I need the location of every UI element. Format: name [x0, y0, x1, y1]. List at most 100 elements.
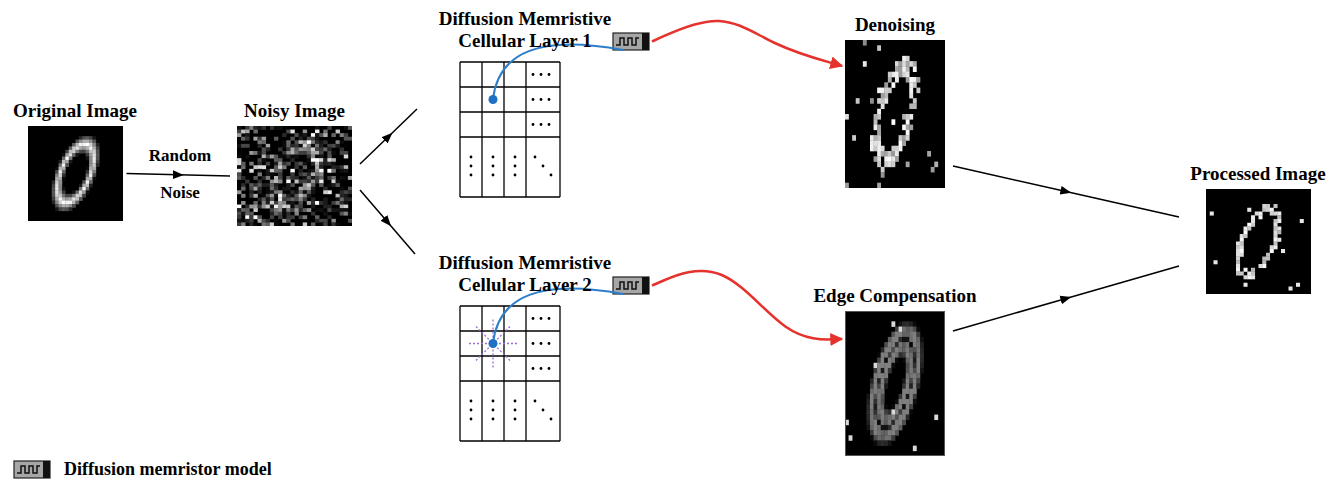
pixel: [895, 399, 899, 404]
pixel: [65, 194, 69, 198]
pixel: [902, 342, 906, 347]
pixel: [319, 222, 323, 226]
pixel: [906, 404, 910, 409]
pixel: [75, 190, 79, 194]
pixel: [348, 187, 352, 191]
pixel: [909, 394, 913, 399]
pixel: [913, 103, 917, 109]
pixel: [906, 409, 910, 414]
pixel: [906, 358, 910, 363]
pixel: [909, 77, 913, 83]
pixel: [870, 98, 874, 104]
pixel: [315, 215, 319, 219]
pixel: [253, 130, 257, 134]
ellipsis-dot: [532, 342, 535, 345]
ellipsis-dot: [492, 418, 495, 421]
pixel: [249, 194, 253, 198]
pixel: [1262, 257, 1266, 261]
pixel: [881, 167, 885, 173]
pixel: [1243, 227, 1247, 231]
pixel: [906, 352, 910, 357]
pixel: [258, 158, 262, 162]
pixel-image: [1206, 189, 1311, 294]
pixel: [89, 177, 93, 181]
pixel: [906, 321, 910, 326]
pixel: [278, 180, 282, 184]
pixel: [909, 368, 913, 373]
pixel: [1269, 249, 1273, 253]
pixel: [327, 144, 331, 148]
pixel: [61, 204, 65, 208]
pixel: [51, 197, 55, 201]
pixel: [315, 158, 319, 162]
pixel: [920, 342, 924, 347]
pixel: [327, 190, 331, 194]
pixel: [909, 352, 913, 357]
pixel: [902, 378, 906, 383]
pixel: [881, 425, 885, 430]
pixel: [299, 169, 303, 173]
pixel: [274, 180, 278, 184]
pixel: [286, 197, 290, 201]
pixel: [920, 368, 924, 373]
pixel: [89, 146, 93, 150]
pixel: [307, 183, 311, 187]
pixel: [315, 176, 319, 180]
pixel: [282, 133, 286, 137]
pixel: [286, 147, 290, 151]
pixel: [286, 194, 290, 198]
pixel: [323, 222, 327, 226]
pixel: [61, 177, 65, 181]
pixel: [266, 147, 270, 151]
pixel: [327, 169, 331, 173]
pixel: [92, 136, 96, 140]
pixel: [72, 143, 76, 147]
pixel: [870, 384, 874, 389]
pixel: [874, 140, 878, 146]
pixel: [895, 415, 899, 420]
pixel: [888, 440, 892, 445]
pixel: [319, 176, 323, 180]
pixel: [913, 98, 917, 104]
pixel: [282, 140, 286, 144]
image-ground: [845, 311, 945, 456]
pixel: [78, 184, 82, 188]
pixel: [282, 162, 286, 166]
pixel: [899, 404, 903, 409]
pixel: [1273, 219, 1277, 223]
pixel: [336, 194, 340, 198]
pixel: [295, 176, 299, 180]
ellipsis-dot: [548, 367, 551, 370]
signal-arrow: [652, 21, 842, 66]
pixel: [906, 399, 910, 404]
pixel: [881, 103, 885, 109]
pixel: [237, 165, 241, 169]
pixel: [909, 337, 913, 342]
pixel: [51, 201, 55, 205]
pixel: [58, 201, 62, 205]
pixel: [877, 425, 881, 430]
pixel: [237, 176, 241, 180]
cellular-layer: Diffusion Memristive Cellular Layer 2: [415, 252, 655, 448]
pixel: [303, 222, 307, 226]
pixel: [311, 169, 315, 173]
pixel: [902, 384, 906, 389]
ellipsis-dot: [542, 409, 545, 412]
pixel: [274, 194, 278, 198]
pixel: [870, 135, 874, 141]
pixel: [92, 150, 96, 154]
pixel: [55, 184, 59, 188]
pixel: [95, 157, 99, 161]
pixel: [270, 126, 274, 130]
cell-link: [493, 44, 623, 99]
pixel: [916, 332, 920, 337]
pixel: [884, 98, 888, 104]
pixel: [249, 212, 253, 216]
pixel: [237, 133, 241, 137]
pixel: [1239, 249, 1243, 253]
grid-line: [460, 380, 560, 381]
pixel: [340, 169, 344, 173]
pixel: [866, 409, 870, 414]
ellipsis-dot: [532, 73, 535, 76]
pixel: [881, 347, 885, 352]
